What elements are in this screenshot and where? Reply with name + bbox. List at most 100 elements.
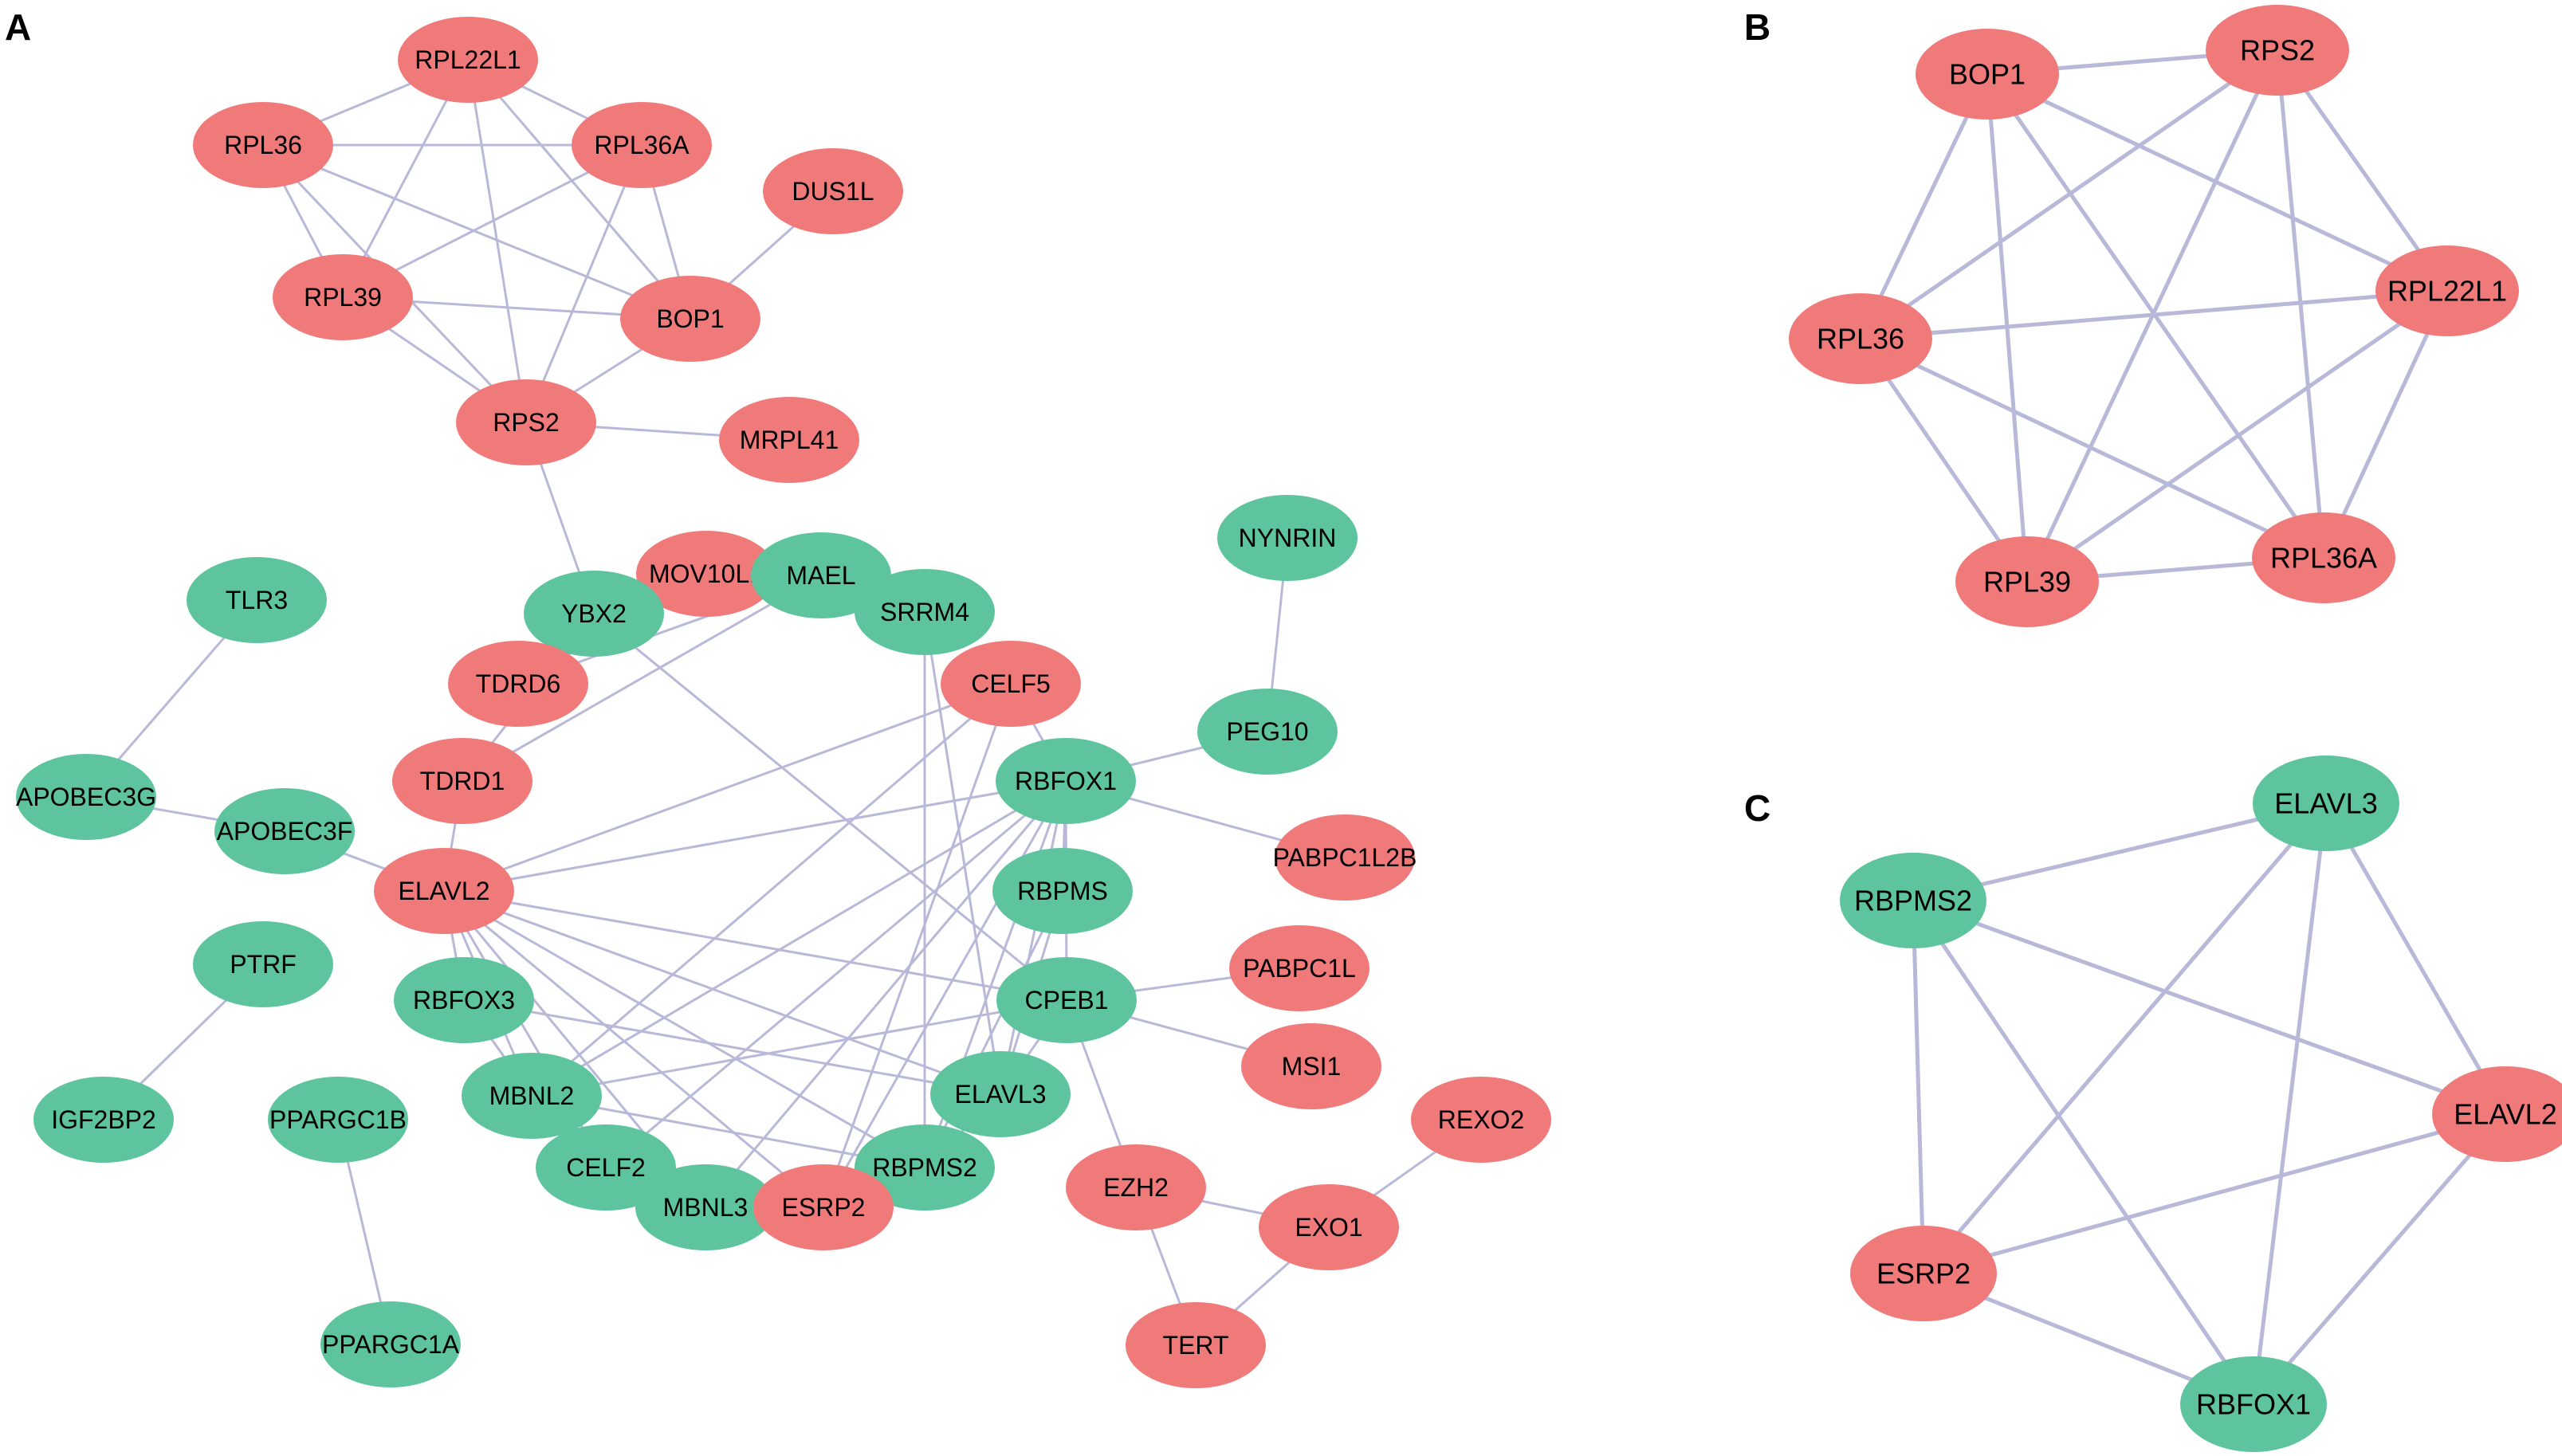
node-ellipse bbox=[2375, 245, 2519, 336]
node-ellipse bbox=[187, 557, 327, 643]
panel-label-b: B bbox=[1744, 6, 1770, 48]
node-ellipse bbox=[1411, 1077, 1551, 1163]
node-ellipse bbox=[636, 531, 776, 617]
node-b-rpl22l1[interactable]: RPL22L1 bbox=[2375, 245, 2519, 336]
node-a-mbnl3[interactable]: MBNL3 bbox=[635, 1164, 776, 1250]
node-label: RPL36 bbox=[1817, 323, 1904, 355]
node-ellipse bbox=[374, 848, 514, 934]
node-ellipse bbox=[193, 921, 333, 1007]
node-a-srrm4[interactable]: SRRM4 bbox=[855, 569, 995, 655]
node-b-rpl36[interactable]: RPL36 bbox=[1789, 293, 1932, 384]
node-a-elavl2[interactable]: ELAVL2 bbox=[374, 848, 514, 934]
edge-b-10 bbox=[2026, 288, 2449, 584]
node-a-ptrf[interactable]: PTRF bbox=[193, 921, 333, 1007]
node-a-rps2[interactable]: RPS2 bbox=[456, 379, 596, 465]
node-a-nynrin[interactable]: NYNRIN bbox=[1217, 495, 1358, 581]
node-a-rbfox1[interactable]: RBFOX1 bbox=[996, 738, 1136, 824]
node-label: TDRD1 bbox=[420, 767, 505, 795]
node-c-elavl2[interactable]: ELAVL2 bbox=[2432, 1066, 2562, 1162]
node-ellipse bbox=[2252, 512, 2395, 603]
node-a-rbfox3[interactable]: RBFOX3 bbox=[394, 957, 534, 1043]
node-label: REXO2 bbox=[1438, 1105, 1524, 1134]
node-a-rpl39[interactable]: RPL39 bbox=[273, 254, 413, 340]
node-a-pabpc1l2b[interactable]: PABPC1L2B bbox=[1273, 814, 1417, 901]
node-a-apobec3g[interactable]: APOBEC3G bbox=[16, 754, 156, 840]
node-a-mael[interactable]: MAEL bbox=[751, 532, 891, 618]
edge-a-21 bbox=[593, 612, 1067, 1002]
node-a-ybx2[interactable]: YBX2 bbox=[524, 571, 664, 657]
node-label: RPS2 bbox=[2240, 34, 2315, 67]
edge-a-42 bbox=[443, 889, 925, 1169]
node-a-rpl22l1[interactable]: RPL22L1 bbox=[398, 17, 538, 103]
panel-label-c: C bbox=[1744, 787, 1770, 829]
node-c-esrp2[interactable]: ESRP2 bbox=[1850, 1226, 1997, 1321]
edge-a-11 bbox=[525, 144, 643, 423]
node-label: APOBEC3F bbox=[217, 817, 353, 846]
node-a-rbpms2[interactable]: RBPMS2 bbox=[855, 1124, 995, 1211]
node-a-ppargc1a[interactable]: PPARGC1A bbox=[320, 1301, 461, 1387]
node-label: PTRF bbox=[230, 950, 297, 979]
node-a-rpl36[interactable]: RPL36 bbox=[193, 102, 333, 188]
edge-b-6 bbox=[1859, 48, 2279, 341]
node-a-rpl36a[interactable]: RPL36A bbox=[572, 102, 712, 188]
node-ellipse bbox=[1126, 1302, 1266, 1388]
node-label: MBNL2 bbox=[489, 1081, 575, 1110]
node-label: EXO1 bbox=[1295, 1213, 1362, 1242]
node-a-msi1[interactable]: MSI1 bbox=[1241, 1023, 1381, 1109]
node-label: MAEL bbox=[786, 561, 855, 590]
node-label: IGF2BP2 bbox=[51, 1105, 156, 1134]
node-a-dus1l[interactable]: DUS1L bbox=[763, 148, 903, 234]
node-c-elavl3[interactable]: ELAVL3 bbox=[2253, 755, 2399, 851]
node-label: TERT bbox=[1163, 1331, 1229, 1360]
node-a-pabpc1l[interactable]: PABPC1L bbox=[1229, 925, 1369, 1011]
node-a-tdrd1[interactable]: TDRD1 bbox=[392, 738, 532, 824]
node-b-rpl39[interactable]: RPL39 bbox=[1955, 536, 2099, 627]
node-a-mov10l1[interactable]: MOV10L1 bbox=[636, 531, 776, 617]
node-a-tert[interactable]: TERT bbox=[1126, 1302, 1266, 1388]
node-a-cpeb1[interactable]: CPEB1 bbox=[996, 957, 1137, 1043]
node-label: APOBEC3G bbox=[16, 783, 156, 811]
node-a-elavl3[interactable]: ELAVL3 bbox=[930, 1051, 1071, 1137]
node-label: RBFOX3 bbox=[413, 986, 515, 1014]
node-ellipse bbox=[1066, 1144, 1206, 1230]
edge-c-6 bbox=[1911, 899, 2256, 1406]
node-b-bop1[interactable]: BOP1 bbox=[1916, 29, 2059, 120]
node-a-mbnl2[interactable]: MBNL2 bbox=[462, 1053, 602, 1139]
node-ellipse bbox=[1275, 814, 1415, 901]
edge-c-3 bbox=[2251, 803, 2328, 1405]
node-c-rbfox1[interactable]: RBFOX1 bbox=[2180, 1356, 2327, 1452]
node-c-rbpms2[interactable]: RBPMS2 bbox=[1840, 853, 1986, 948]
node-a-mrpl41[interactable]: MRPL41 bbox=[719, 397, 859, 483]
node-ellipse bbox=[2180, 1356, 2327, 1452]
edge-c-1 bbox=[2324, 802, 2508, 1116]
edge-c-4 bbox=[1912, 898, 2506, 1117]
node-a-tlr3[interactable]: TLR3 bbox=[187, 557, 327, 643]
node-a-celf2[interactable]: CELF2 bbox=[536, 1124, 676, 1211]
node-a-tdrd6[interactable]: TDRD6 bbox=[448, 641, 588, 727]
node-ellipse bbox=[1259, 1184, 1399, 1270]
node-a-rbpms[interactable]: RBPMS bbox=[992, 848, 1133, 934]
node-label: DUS1L bbox=[792, 177, 874, 206]
node-label: RPS2 bbox=[493, 408, 560, 437]
node-ellipse bbox=[394, 957, 534, 1043]
node-ellipse bbox=[1840, 853, 1986, 948]
node-a-ppargc1b[interactable]: PPARGC1B bbox=[268, 1077, 408, 1163]
node-a-igf2bp2[interactable]: IGF2BP2 bbox=[33, 1077, 174, 1163]
node-label: RPL36A bbox=[2270, 542, 2377, 575]
node-a-rexo2[interactable]: REXO2 bbox=[1411, 1077, 1551, 1163]
node-a-celf5[interactable]: CELF5 bbox=[941, 641, 1081, 727]
node-a-ezh2[interactable]: EZH2 bbox=[1066, 1144, 1206, 1230]
node-a-exo1[interactable]: EXO1 bbox=[1259, 1184, 1399, 1270]
node-ellipse bbox=[524, 571, 664, 657]
node-b-rps2[interactable]: RPS2 bbox=[2206, 5, 2349, 96]
node-a-esrp2[interactable]: ESRP2 bbox=[753, 1164, 894, 1250]
node-a-peg10[interactable]: PEG10 bbox=[1197, 689, 1338, 775]
node-a-bop1[interactable]: BOP1 bbox=[620, 276, 760, 362]
node-ellipse bbox=[572, 102, 712, 188]
node-ellipse bbox=[1916, 29, 2059, 120]
node-label: MBNL3 bbox=[663, 1193, 749, 1222]
node-a-apobec3f[interactable]: APOBEC3F bbox=[214, 788, 355, 874]
node-ellipse bbox=[536, 1124, 676, 1211]
node-b-rpl36a[interactable]: RPL36A bbox=[2252, 512, 2395, 603]
edge-a-38 bbox=[443, 779, 1067, 893]
